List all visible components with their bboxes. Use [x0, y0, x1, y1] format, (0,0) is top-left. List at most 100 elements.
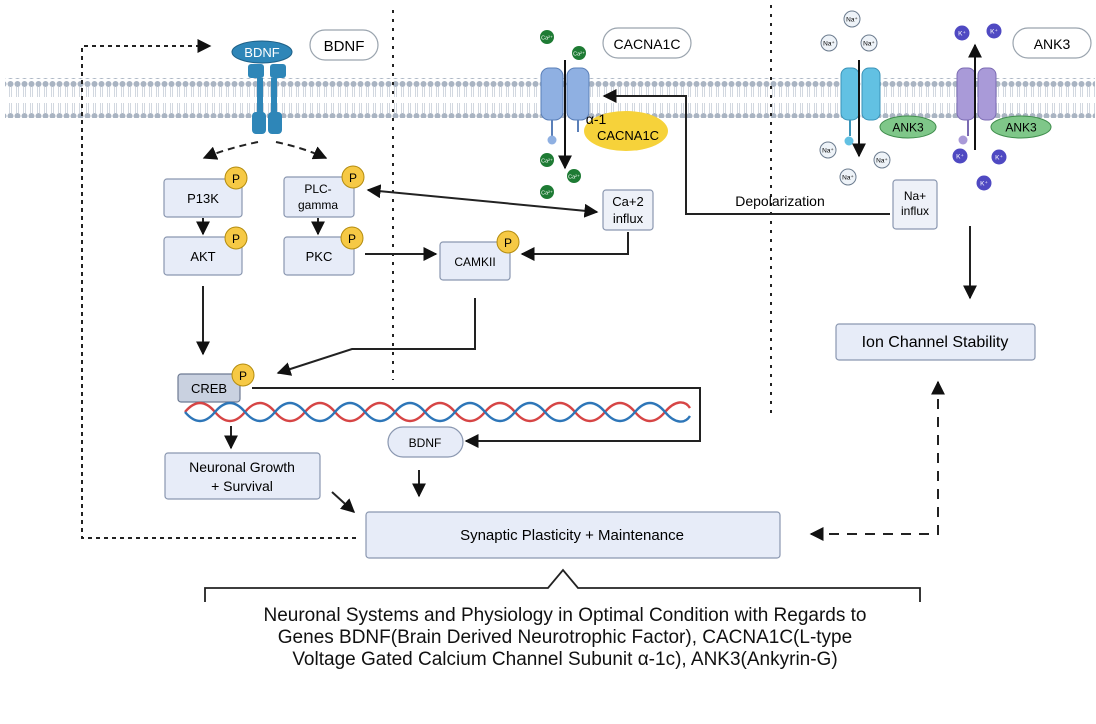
node-akt — [163, 236, 243, 276]
ank3-domain-sodium — [879, 115, 937, 139]
svg-text:Na⁺: Na⁺ — [876, 158, 888, 165]
svg-text:Na⁺: Na⁺ — [842, 175, 854, 182]
ca-influx-label-1: Ca+2 — [612, 194, 643, 209]
ca-influx-label-2: influx — [613, 211, 644, 226]
arrow-ca-camkii — [520, 232, 629, 261]
svg-text:Na⁺: Na⁺ — [863, 41, 875, 48]
ion-channel-stability-label: Ion Channel Stability — [862, 334, 1009, 351]
node-plc-label-2: gamma — [298, 198, 338, 212]
node-plc-label-1: PLC- — [304, 182, 331, 196]
phospho-akt-label: P — [232, 232, 240, 246]
caption-line-2: Genes BDNF(Brain Derived Neurotrophic Fa… — [277, 627, 853, 648]
arrow-creb-bdnf — [252, 387, 701, 448]
node-pkc-label: PKC — [306, 249, 333, 264]
node-p13k — [163, 178, 243, 218]
node-camkii — [439, 241, 511, 281]
potassium-ion: K⁺ — [986, 23, 1002, 39]
bdnf-gene-label-box — [309, 29, 379, 61]
arrow-synaptic-stability-dashed — [809, 380, 945, 541]
phospho-akt — [224, 226, 248, 250]
calcium-ion: Ca²⁺ — [540, 153, 554, 167]
node-na-influx — [892, 179, 938, 230]
node-akt-label: AKT — [190, 249, 215, 264]
svg-text:Ca²⁺: Ca²⁺ — [568, 174, 580, 181]
phospho-pkc-label: P — [348, 232, 356, 246]
svg-text:Ca²⁺: Ca²⁺ — [541, 158, 553, 165]
phospho-p13k — [224, 166, 248, 190]
bdnf-ligand — [231, 40, 293, 64]
sodium-ion: Na⁺ — [843, 10, 861, 28]
summary-brace — [204, 568, 921, 602]
node-bdnf-product — [387, 426, 464, 458]
node-plc-gamma — [283, 176, 355, 218]
node-ca-influx — [602, 189, 654, 231]
ank3-domain-potassium-label: ANK3 — [1005, 121, 1037, 135]
ank3-gene-label: ANK3 — [1034, 36, 1071, 52]
caption-line-1: Neuronal Systems and Physiology in Optim… — [263, 605, 867, 626]
trkb-receptor — [248, 64, 286, 134]
neuronal-growth-label-2: + Survival — [211, 478, 273, 494]
svg-text:K⁺: K⁺ — [956, 154, 964, 161]
calcium-ion: Ca²⁺ — [572, 46, 586, 60]
node-creb-label: CREB — [191, 381, 227, 396]
svg-text:K⁺: K⁺ — [958, 31, 966, 38]
svg-text:Ca²⁺: Ca²⁺ — [573, 51, 585, 58]
arrow-camkii-creb — [276, 298, 476, 376]
phospho-creb-label: P — [239, 369, 247, 383]
phospho-plc — [341, 165, 365, 189]
phospho-pkc — [340, 226, 364, 250]
caption-line-3: Voltage Gated Calcium Channel Subunit α-… — [292, 649, 838, 670]
sodium-ion: Na⁺ — [820, 34, 838, 52]
svg-text:Na⁺: Na⁺ — [822, 148, 834, 155]
sodium-ion: Na⁺ — [819, 141, 837, 159]
sodium-ion: Na⁺ — [839, 168, 857, 186]
calcium-channel — [540, 67, 590, 145]
phospho-plc-label: P — [349, 171, 357, 185]
sodium-ion: Na⁺ — [860, 34, 878, 52]
alpha1-label-2: CACNA1C — [597, 128, 659, 143]
neuronal-growth-label-1: Neuronal Growth — [189, 459, 295, 475]
cacna1c-gene-label: CACNA1C — [614, 36, 681, 52]
svg-text:Ca²⁺: Ca²⁺ — [541, 190, 553, 197]
phospho-camkii-label: P — [504, 236, 512, 250]
phospho-p13k-label: P — [232, 172, 240, 186]
sodium-ion: Na⁺ — [873, 151, 891, 169]
ank3-gene-label-box — [1012, 27, 1092, 59]
node-creb — [177, 373, 241, 403]
alpha1-label-1: α-1 — [586, 111, 607, 127]
node-pkc — [283, 236, 355, 276]
potassium-ion: K⁺ — [991, 149, 1007, 165]
bdnf-feedback-loop — [81, 39, 356, 539]
split-arrow-left — [202, 141, 259, 160]
svg-text:K⁺: K⁺ — [980, 181, 988, 188]
depolarization-label: Depolarization — [735, 193, 825, 209]
potassium-ion: K⁺ — [976, 175, 992, 191]
na-influx-label-2: influx — [901, 204, 929, 218]
ank3-domain-potassium — [990, 115, 1052, 139]
svg-text:K⁺: K⁺ — [995, 155, 1003, 162]
calcium-ion: Ca²⁺ — [567, 169, 581, 183]
arrow-growth-synaptic — [331, 491, 356, 513]
bdnf-gene-label: BDNF — [324, 38, 365, 55]
arrow-plc-ca-bidirectional — [366, 184, 599, 218]
na-influx-label-1: Na+ — [904, 189, 926, 203]
node-ion-channel-stability — [835, 323, 1036, 361]
node-p13k-label: P13K — [187, 191, 219, 206]
svg-text:Na⁺: Na⁺ — [823, 41, 835, 48]
bdnf-ligand-label: BDNF — [244, 45, 279, 60]
node-bdnf-product-label: BDNF — [409, 436, 442, 450]
node-neuronal-growth — [164, 452, 321, 500]
calcium-ion: Ca²⁺ — [540, 185, 554, 199]
svg-text:Na⁺: Na⁺ — [846, 17, 858, 24]
svg-text:Ca²⁺: Ca²⁺ — [541, 35, 553, 42]
phospho-creb — [231, 363, 255, 387]
potassium-ion: K⁺ — [954, 25, 970, 41]
diagram-caption: Neuronal Systems and Physiology in Optim… — [200, 605, 930, 671]
node-camkii-label: CAMKII — [454, 255, 495, 269]
dna-helix — [184, 401, 692, 423]
potassium-ion: K⁺ — [952, 148, 968, 164]
ank3-domain-sodium-label: ANK3 — [892, 121, 924, 135]
svg-text:K⁺: K⁺ — [990, 29, 998, 36]
synaptic-plasticity-label: Synaptic Plasticity + Maintenance — [460, 527, 684, 544]
